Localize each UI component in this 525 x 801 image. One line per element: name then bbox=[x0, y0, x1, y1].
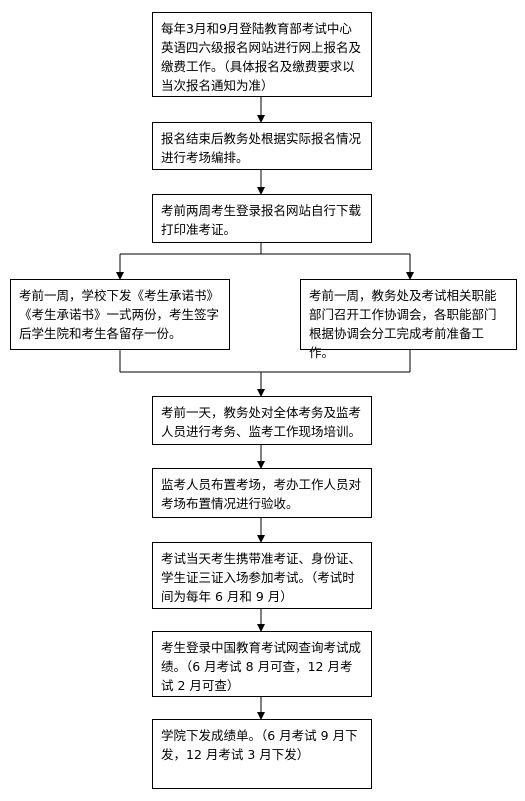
step-6-text: 监考人员布置考场，考办工作人员对考场布置情况进行验收。 bbox=[161, 477, 362, 511]
step-1-text: 每年3月和9月登陆教育部考试中心英语四六级报名网站进行网上报名及缴费工作。（具体… bbox=[161, 21, 362, 93]
step-1-box: 每年3月和9月登陆教育部考试中心英语四六级报名网站进行网上报名及缴费工作。（具体… bbox=[152, 12, 372, 97]
step-3-text: 考前两周考生登录报名网站自行下载打印准考证。 bbox=[161, 203, 362, 237]
step-6-box: 监考人员布置考场，考办工作人员对考场布置情况进行验收。 bbox=[152, 468, 372, 518]
step-2-text: 报名结束后教务处根据实际报名情况进行考场编排。 bbox=[161, 131, 362, 165]
step-4-right-box: 考前一周，教务处及考试相关职能部门召开工作协调会，各职能部门根据协调会分工完成考… bbox=[300, 279, 517, 360]
step-5-text: 考前一天，教务处对全体考务及监考人员进行考务、监考工作现场培训。 bbox=[161, 405, 362, 439]
step-2-box: 报名结束后教务处根据实际报名情况进行考场编排。 bbox=[152, 122, 372, 170]
step-5-box: 考前一天，教务处对全体考务及监考人员进行考务、监考工作现场培训。 bbox=[152, 396, 372, 445]
step-7-text: 考试当天考生携带准考证、身份证、学生证三证入场参加考试。（考试时间为每年 6 月… bbox=[161, 551, 362, 604]
step-9-text: 学院下发成绩单。（6 月考试 9 月下发，12 月考试 3 月下发） bbox=[161, 728, 358, 762]
step-9-box: 学院下发成绩单。（6 月考试 9 月下发，12 月考试 3 月下发） bbox=[152, 719, 372, 789]
step-4-left-text: 考前一周，学校下发《考生承诺书》《考生承诺书》一式两份，考生签字后学生院和考生各… bbox=[19, 288, 220, 341]
step-3-box: 考前两周考生登录报名网站自行下载打印准考证。 bbox=[152, 194, 372, 243]
step-4-left-box: 考前一周，学校下发《考生承诺书》《考生承诺书》一式两份，考生签字后学生院和考生各… bbox=[10, 279, 230, 350]
step-8-box: 考生登录中国教育考试网查询考试成绩。（6 月考试 8 月可查，12 月考试 2 … bbox=[152, 631, 372, 697]
step-7-box: 考试当天考生携带准考证、身份证、学生证三证入场参加考试。（考试时间为每年 6 月… bbox=[152, 542, 372, 609]
step-8-text: 考生登录中国教育考试网查询考试成绩。（6 月考试 8 月可查，12 月考试 2 … bbox=[161, 640, 362, 693]
step-4-right-text: 考前一周，教务处及考试相关职能部门召开工作协调会，各职能部门根据协调会分工完成考… bbox=[309, 288, 497, 360]
